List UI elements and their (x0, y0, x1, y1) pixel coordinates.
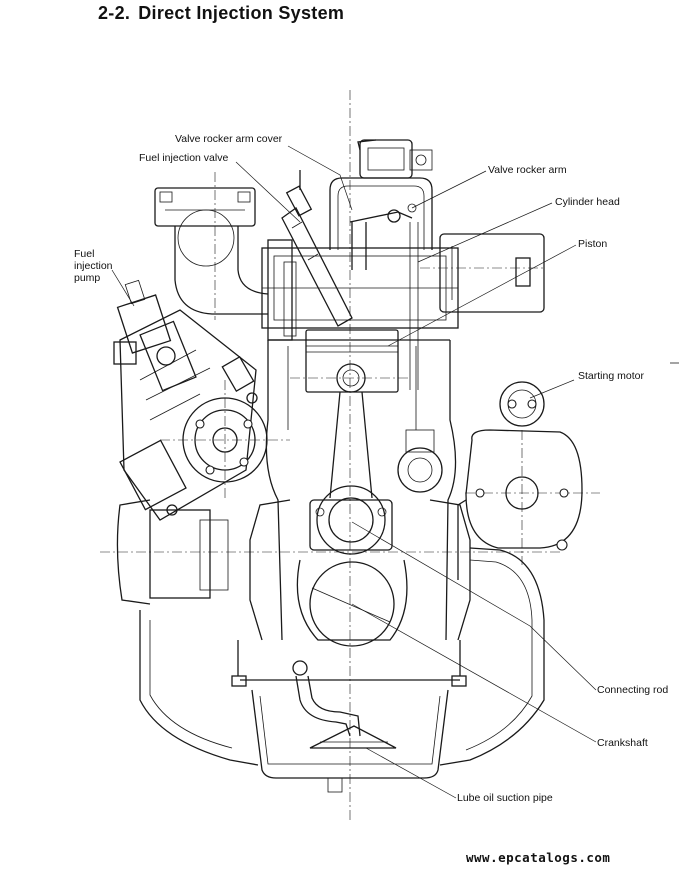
leader-lube-oil-suction-pipe (365, 747, 457, 799)
connecting-rod (309, 391, 393, 555)
footer-watermark-url: www.epcatalogs.com (466, 850, 611, 865)
lube-oil-suction-pipe (292, 660, 397, 749)
fuel-injection-pump (113, 279, 268, 521)
cylinder-block (249, 339, 471, 641)
leader-fuel-injection-valve (235, 161, 301, 223)
label-cylinder-head: Cylinder head (555, 196, 620, 208)
leader-valve-rocker-arm-cover (287, 145, 353, 211)
label-fuel-injection-pump: Fuel injection pump (74, 248, 113, 284)
leader-valve-rocker-arm (411, 170, 487, 209)
fuel-injection-valve (281, 170, 353, 327)
section-title: Direct Injection System (138, 3, 345, 23)
oil-pan (231, 640, 467, 793)
label-connecting-rod: Connecting rod (597, 684, 669, 696)
label-fuel-injection-valve: Fuel injection valve (139, 152, 229, 164)
camshaft (397, 429, 443, 493)
gear-case-left (116, 499, 259, 766)
starting-motor (457, 381, 583, 580)
leader-fuel-injection-pump (111, 269, 135, 307)
section-heading: 2-2. Direct Injection System (98, 3, 344, 24)
valve-rocker-arm-cover (329, 139, 433, 250)
label-piston: Piston (578, 238, 608, 250)
section-number: 2-2. (98, 3, 131, 23)
leader-starting-motor (529, 379, 575, 399)
crankshaft (296, 559, 408, 647)
label-lube-oil-suction-pipe: Lube oil suction pipe (457, 792, 553, 804)
leader-connecting-rod (351, 521, 597, 691)
label-crankshaft: Crankshaft (597, 737, 648, 749)
valve-rocker-arm (349, 203, 419, 390)
block-right-side (439, 547, 545, 766)
leader-piston (387, 244, 577, 347)
leader-crankshaft (351, 603, 597, 743)
intake-manifold (154, 187, 269, 315)
cylinder-head (261, 233, 545, 341)
label-starting-motor: Starting motor (578, 370, 644, 382)
label-valve-rocker-arm-cover: Valve rocker arm cover (175, 133, 283, 145)
leader-cylinder-head (417, 202, 553, 263)
piston (305, 329, 399, 393)
label-valve-rocker-arm: Valve rocker arm (488, 164, 567, 176)
